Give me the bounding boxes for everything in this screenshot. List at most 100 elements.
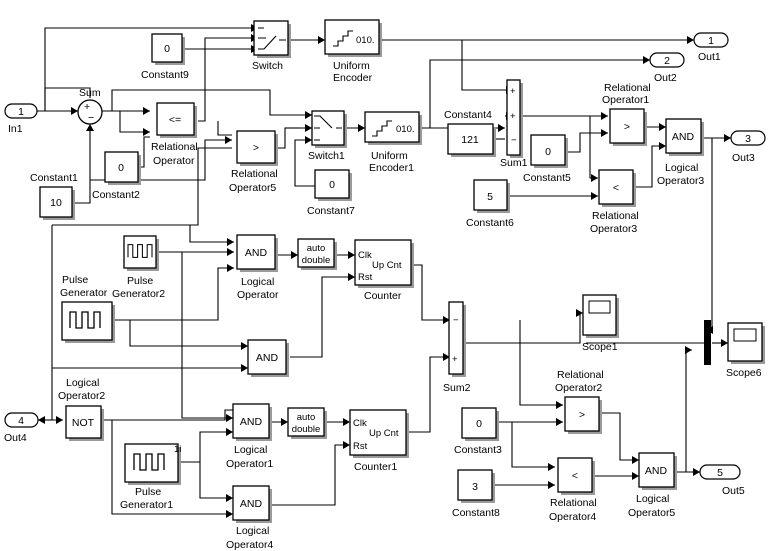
constant1-block[interactable]: 10 Constant1 xyxy=(30,172,78,220)
svg-text:Generator: Generator xyxy=(60,287,108,299)
logical-operator5-block[interactable]: AND Logical Operator5 xyxy=(628,452,677,519)
svg-text:1: 1 xyxy=(18,106,24,118)
svg-text:1: 1 xyxy=(708,35,714,47)
constant7-block[interactable]: 0 Constant7 xyxy=(307,169,355,217)
counter-block[interactable]: Clk Up Cnt Rst Counter xyxy=(354,239,414,302)
outport-1[interactable]: 1 Out1 xyxy=(693,32,729,63)
pulse-generator2-block[interactable]: Pulse Generator2 xyxy=(112,235,165,300)
svg-text:Switch: Switch xyxy=(252,60,283,72)
data-type-conversion1-block[interactable]: auto double xyxy=(287,407,327,439)
svg-text:Uniform: Uniform xyxy=(371,150,408,162)
constant6-block[interactable]: 5 Constant6 xyxy=(466,179,514,229)
svg-text:Up Cnt: Up Cnt xyxy=(369,428,399,439)
svg-text:Uniform: Uniform xyxy=(333,60,370,72)
relational-operator4-block[interactable]: < Relational Operator4 xyxy=(549,457,597,523)
constant3-block[interactable]: 0 Constant3 xyxy=(454,407,502,456)
svg-text:Pulse: Pulse xyxy=(62,274,88,286)
svg-text:AND: AND xyxy=(672,131,695,143)
svg-text:Logical: Logical xyxy=(636,493,669,505)
scope6-block[interactable]: Scope6 xyxy=(726,322,765,379)
pulse-generator-block[interactable]: Pulse Generator xyxy=(60,274,115,343)
mux-block[interactable] xyxy=(704,320,711,365)
svg-text:Operator: Operator xyxy=(237,289,279,301)
logical-operator1-block[interactable]: AND Logical Operator1 xyxy=(226,403,273,470)
svg-text:Relational: Relational xyxy=(550,497,597,509)
inport-1[interactable]: 1 In1 xyxy=(4,103,38,135)
svg-text:010.: 010. xyxy=(396,124,415,135)
svg-text:Out2: Out2 xyxy=(654,72,677,84)
switch-block[interactable]: Switch xyxy=(252,20,291,72)
svg-text:121: 121 xyxy=(461,134,479,146)
sum1-block[interactable]: + + − Sum1 xyxy=(500,79,528,169)
svg-text:Sum2: Sum2 xyxy=(443,382,471,394)
logical-operator-mid-block[interactable]: AND xyxy=(247,339,289,377)
logical-operator-block[interactable]: AND Logical Operator xyxy=(236,234,279,301)
svg-text:Operator4: Operator4 xyxy=(549,511,596,523)
svg-text:AND: AND xyxy=(240,498,263,510)
relational-operator5-block[interactable]: > Relational Operator5 xyxy=(229,130,278,194)
svg-text:Constant2: Constant2 xyxy=(92,189,140,201)
constant9-block[interactable]: 0 Constant9 xyxy=(141,33,189,81)
svg-text:+: + xyxy=(84,101,90,113)
relational-operator1-block[interactable]: > Relational Operator1 xyxy=(602,82,651,146)
svg-text:1i: 1i xyxy=(174,444,181,455)
svg-text:Scope6: Scope6 xyxy=(726,367,762,379)
svg-text:0: 0 xyxy=(118,162,124,174)
svg-text:Logical: Logical xyxy=(241,276,274,288)
svg-text:+: + xyxy=(510,111,516,122)
svg-text:0: 0 xyxy=(164,43,170,55)
svg-text:Operator1: Operator1 xyxy=(226,458,273,470)
svg-text:Operator5: Operator5 xyxy=(628,507,675,519)
svg-text:0: 0 xyxy=(545,146,551,158)
svg-text:<=: <= xyxy=(169,114,181,126)
svg-text:AND: AND xyxy=(240,416,263,428)
logical-operator4-block[interactable]: AND Logical Operator4 xyxy=(226,485,273,551)
outport-3[interactable]: 3 Out3 xyxy=(730,130,766,164)
svg-text:3: 3 xyxy=(745,133,751,145)
uniform-encoder1-block[interactable]: 010. Uniform Encoder1 xyxy=(364,111,422,174)
uniform-encoder-block[interactable]: 010. Uniform Encoder xyxy=(324,19,382,84)
relational-operator3-block[interactable]: < Relational Operator3 xyxy=(590,169,639,235)
relational-operator-block[interactable]: <= Relational Operator xyxy=(151,102,198,167)
svg-text:Relational: Relational xyxy=(231,168,278,180)
svg-text:Constant7: Constant7 xyxy=(307,205,355,217)
svg-text:Constant8: Constant8 xyxy=(452,507,500,519)
sum-block[interactable]: + − Sum xyxy=(77,87,103,125)
scope1-block[interactable]: Scope1 xyxy=(582,294,619,353)
svg-text:double: double xyxy=(302,255,331,266)
svg-text:Operator4: Operator4 xyxy=(226,539,273,551)
svg-text:3: 3 xyxy=(472,481,478,493)
svg-text:Out1: Out1 xyxy=(698,51,721,63)
outport-4[interactable]: 4 Out4 xyxy=(4,412,39,444)
svg-text:Constant3: Constant3 xyxy=(454,444,502,456)
svg-text:2: 2 xyxy=(664,55,670,67)
relational-operator2-block[interactable]: > Relational Operator2 xyxy=(555,369,604,434)
data-type-conversion-block[interactable]: auto double xyxy=(297,238,337,270)
svg-text:>: > xyxy=(624,121,630,133)
switch1-block[interactable]: Switch1 xyxy=(308,110,347,162)
svg-text:Logical: Logical xyxy=(234,444,267,456)
svg-text:4: 4 xyxy=(18,415,24,427)
svg-text:>: > xyxy=(579,409,585,421)
constant4-block[interactable]: 121 Constant4 xyxy=(444,109,496,157)
svg-text:Generator2: Generator2 xyxy=(112,288,165,300)
svg-text:Switch1: Switch1 xyxy=(308,150,345,162)
constant8-block[interactable]: 3 Constant8 xyxy=(452,469,500,519)
outport-2[interactable]: 2 Out2 xyxy=(649,52,685,84)
svg-text:double: double xyxy=(292,424,321,435)
constant2-block[interactable]: 0 Constant2 xyxy=(92,151,141,201)
svg-text:Rst: Rst xyxy=(358,272,373,283)
outport-5[interactable]: 5 Out5 xyxy=(699,464,745,497)
logical-operator3-block[interactable]: AND Logical Operator3 xyxy=(657,118,704,187)
svg-text:Constant6: Constant6 xyxy=(466,217,514,229)
constant5-block[interactable]: 0 Constant5 xyxy=(523,134,571,184)
svg-text:AND: AND xyxy=(645,465,668,477)
pulse-generator1-block[interactable]: 1i Pulse Generator1 xyxy=(120,443,181,511)
sum2-block[interactable]: − + Sum2 xyxy=(443,301,471,394)
logical-operator2-not-block[interactable]: NOT Logical Operator2 xyxy=(58,377,105,441)
svg-text:Constant9: Constant9 xyxy=(141,69,189,81)
svg-text:In1: In1 xyxy=(8,123,23,135)
counter1-block[interactable]: Clk Up Cnt Rst Counter1 xyxy=(349,409,409,473)
svg-text:Out4: Out4 xyxy=(4,432,27,444)
svg-text:auto: auto xyxy=(307,243,326,254)
